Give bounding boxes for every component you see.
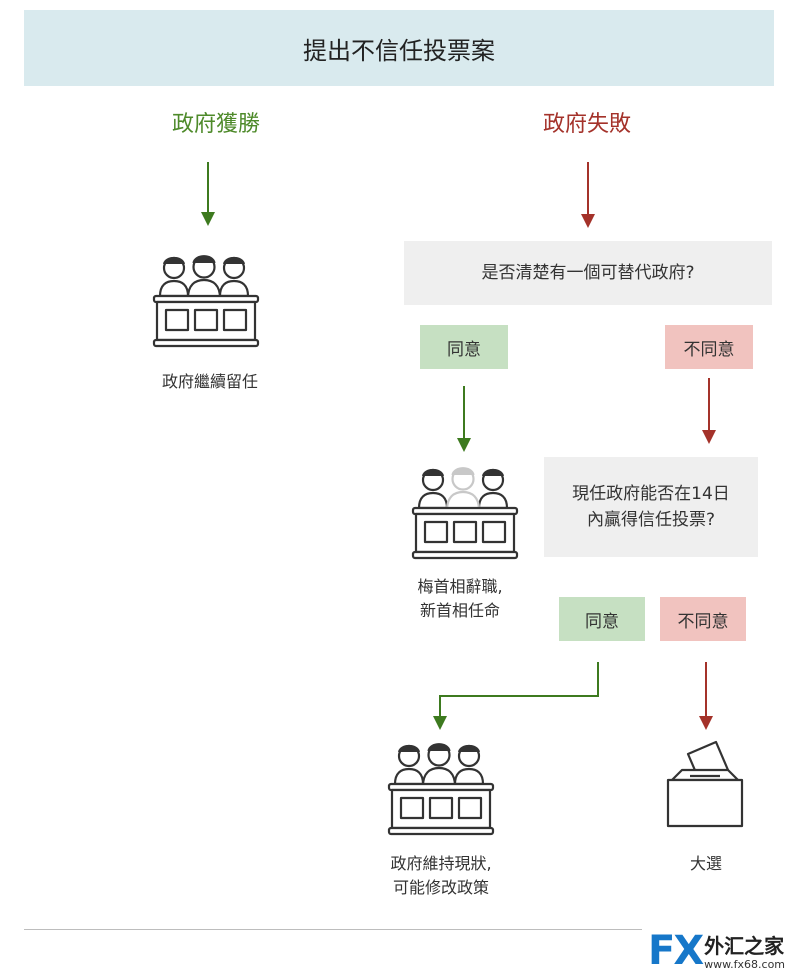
outcome-government-stays: 政府繼續留任 <box>161 372 258 391</box>
question-2-line-2: 內贏得信任投票? <box>586 510 715 530</box>
cabinet-group-faded-icon <box>411 467 519 560</box>
outcome-maintain-line-1: 政府維持現狀, <box>390 854 492 873</box>
disagree-tag-1-label: 不同意 <box>683 339 735 360</box>
outcome-pm-change: 梅首相辭職, 新首相任命 <box>380 575 540 623</box>
disagree-tag-1: 不同意 <box>665 325 753 369</box>
page-title: 提出不信任投票案 <box>303 36 495 65</box>
question-1-text: 是否清楚有一個可替代政府? <box>481 263 695 283</box>
arrow-disagree-2-down <box>699 662 713 730</box>
outcome-pm-change-line-1: 梅首相辭職, <box>417 577 503 596</box>
branch-government-wins: 政府獲勝 <box>171 112 260 137</box>
agree-tag-2: 同意 <box>559 597 645 641</box>
logo-url: www.fx68.com <box>704 958 786 971</box>
question-alternative-government: 是否清楚有一個可替代政府? <box>404 241 772 305</box>
fx68-logo: FX 外汇之家 www.fx68.com <box>648 922 800 971</box>
branch-government-fails: 政府失敗 <box>542 112 631 137</box>
arrow-agree-1-down <box>457 386 471 452</box>
outcome-pm-change-line-2: 新首相任命 <box>419 601 500 620</box>
title-bar: 提出不信任投票案 <box>24 10 774 86</box>
disagree-tag-2: 不同意 <box>660 597 746 641</box>
outcome-general-election: 大選 <box>689 854 722 873</box>
cabinet-group-icon <box>152 255 260 348</box>
agree-tag-1-label: 同意 <box>447 339 481 360</box>
arrow-disagree-1-down <box>702 378 716 444</box>
arrow-win-down <box>201 162 215 226</box>
outcome-maintain-line-2: 可能修改政策 <box>392 878 489 897</box>
arrow-fail-down <box>581 162 595 228</box>
question-confidence-vote: 現任政府能否在14日 內贏得信任投票? <box>544 457 758 557</box>
question-2-line-1: 現任政府能否在14日 <box>572 484 730 504</box>
agree-tag-1: 同意 <box>420 325 508 369</box>
logo-fx-mark: FX <box>648 928 704 974</box>
disagree-tag-2-label: 不同意 <box>677 611 729 632</box>
agree-tag-2-label: 同意 <box>585 611 619 632</box>
outcome-government-maintains: 政府維持現狀, 可能修改政策 <box>356 852 526 900</box>
footer-divider <box>24 929 642 930</box>
arrow-agree-2-elbow <box>433 662 599 730</box>
cabinet-group-icon <box>387 743 495 836</box>
logo-chinese-name: 外汇之家 <box>704 934 785 958</box>
ballot-box-icon <box>666 740 744 828</box>
